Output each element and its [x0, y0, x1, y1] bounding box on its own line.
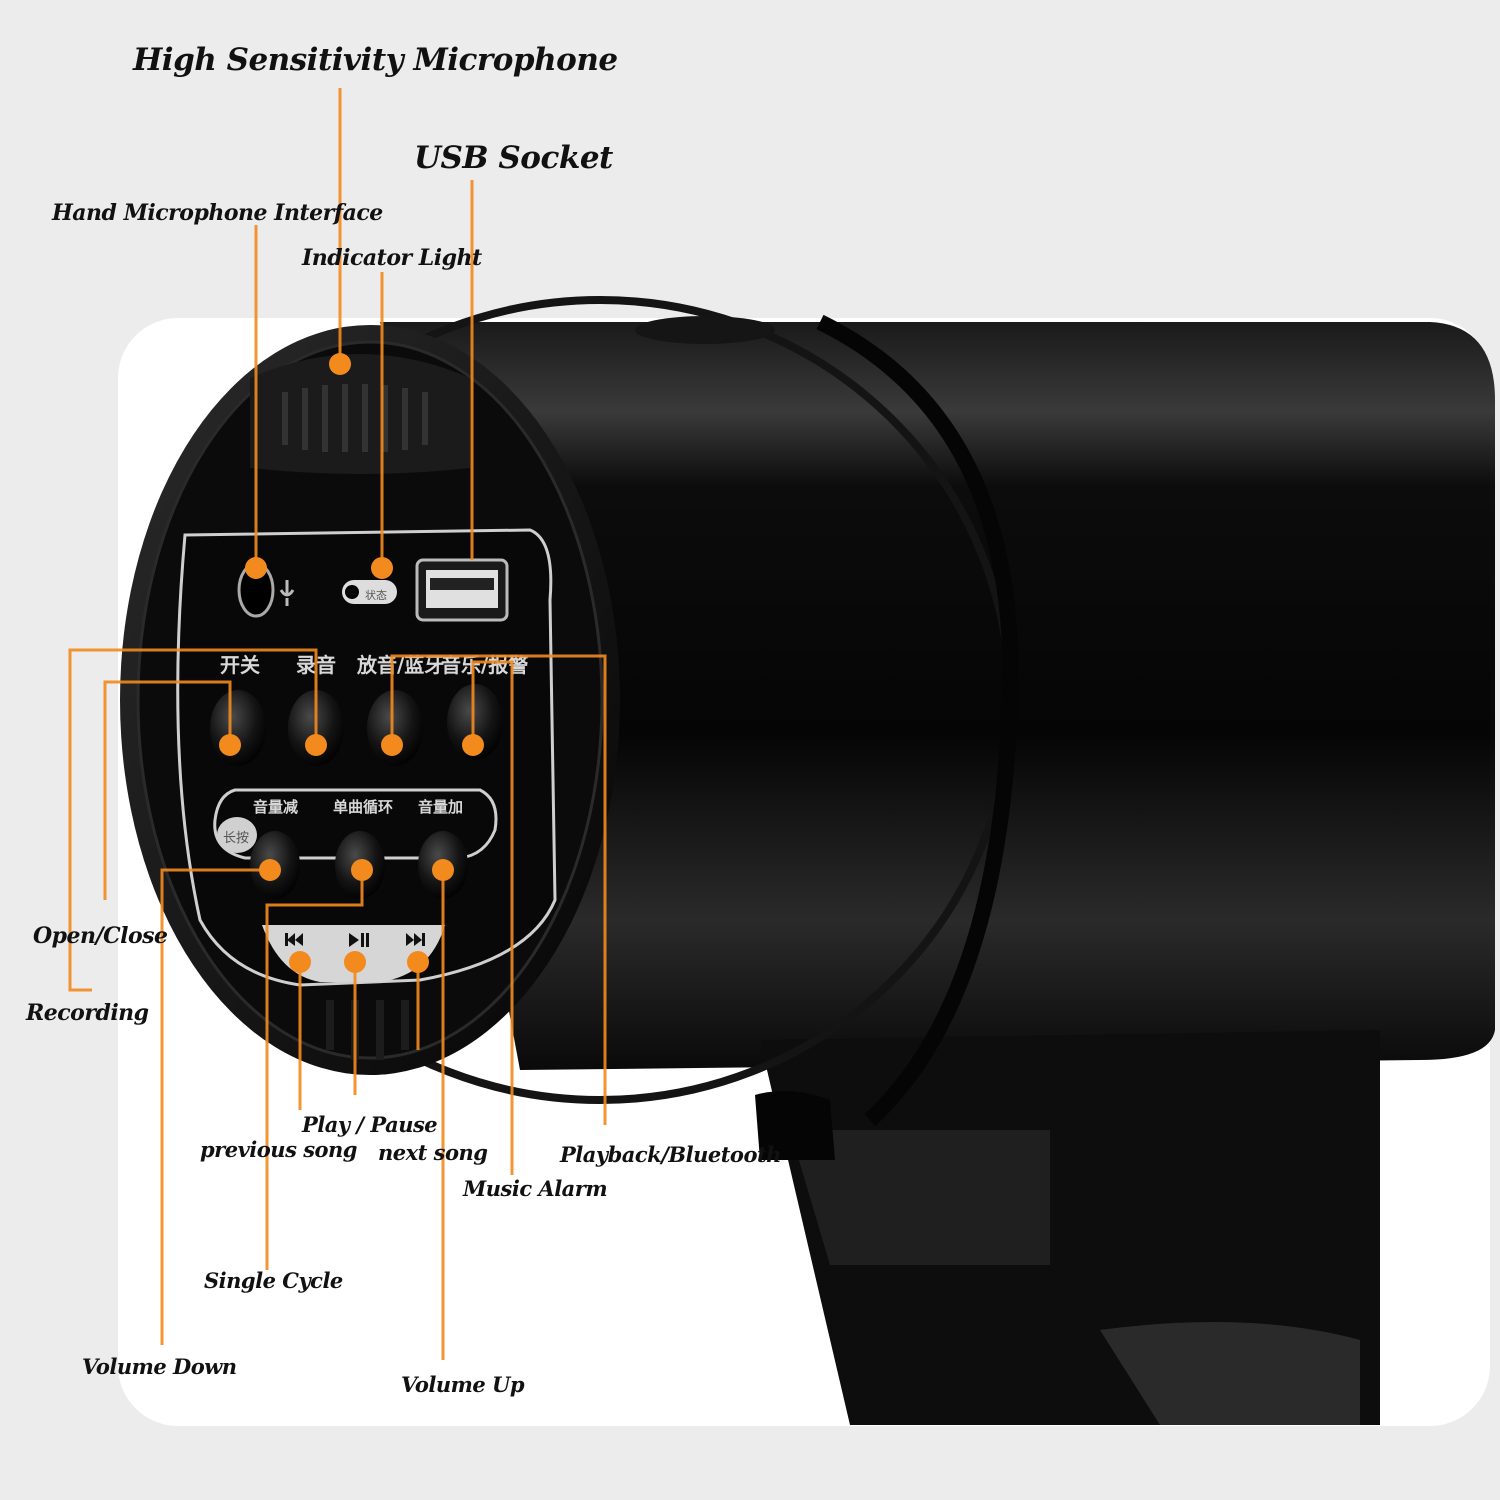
long-press-text: 长按 [223, 831, 249, 846]
megaphone-body [186, 296, 1495, 1425]
panel-bottom-label-1: 音量减 [253, 798, 298, 816]
label-music-alarm: Music Alarm [463, 1176, 608, 1201]
leader-lines [68, 88, 607, 1360]
label-hand-microphone-interface: Hand Microphone Interface [52, 200, 383, 226]
panel-bottom-label-3: 音量加 [418, 798, 463, 816]
label-single-cycle: Single Cycle [204, 1268, 343, 1293]
label-next-song: next song [378, 1140, 488, 1165]
indicator-light-text: 状态 [365, 588, 387, 602]
label-volume-down: Volume Down [82, 1354, 237, 1379]
label-open-close: Open/Close [33, 923, 168, 949]
front-face: 状态 开关 录音 放音/蓝牙 音乐/报警 音量减 单曲循环 音量加 长按 [120, 325, 620, 1075]
label-recording: Recording [26, 1000, 149, 1026]
label-high-sensitivity-microphone: High Sensitivity Microphone [133, 42, 618, 78]
panel-top-label-1: 开关 [220, 653, 260, 677]
label-volume-up: Volume Up [401, 1372, 525, 1397]
leader-dots [219, 353, 484, 973]
label-indicator-light: Indicator Light [302, 245, 482, 271]
label-usb-socket: USB Socket [414, 140, 613, 176]
label-play-pause: Play / Pause [302, 1112, 438, 1137]
panel-bottom-label-2: 单曲循环 [333, 798, 393, 816]
label-playback-bluetooth: Playback/Bluetooth [560, 1142, 781, 1167]
label-previous-song: previous song [200, 1137, 357, 1162]
